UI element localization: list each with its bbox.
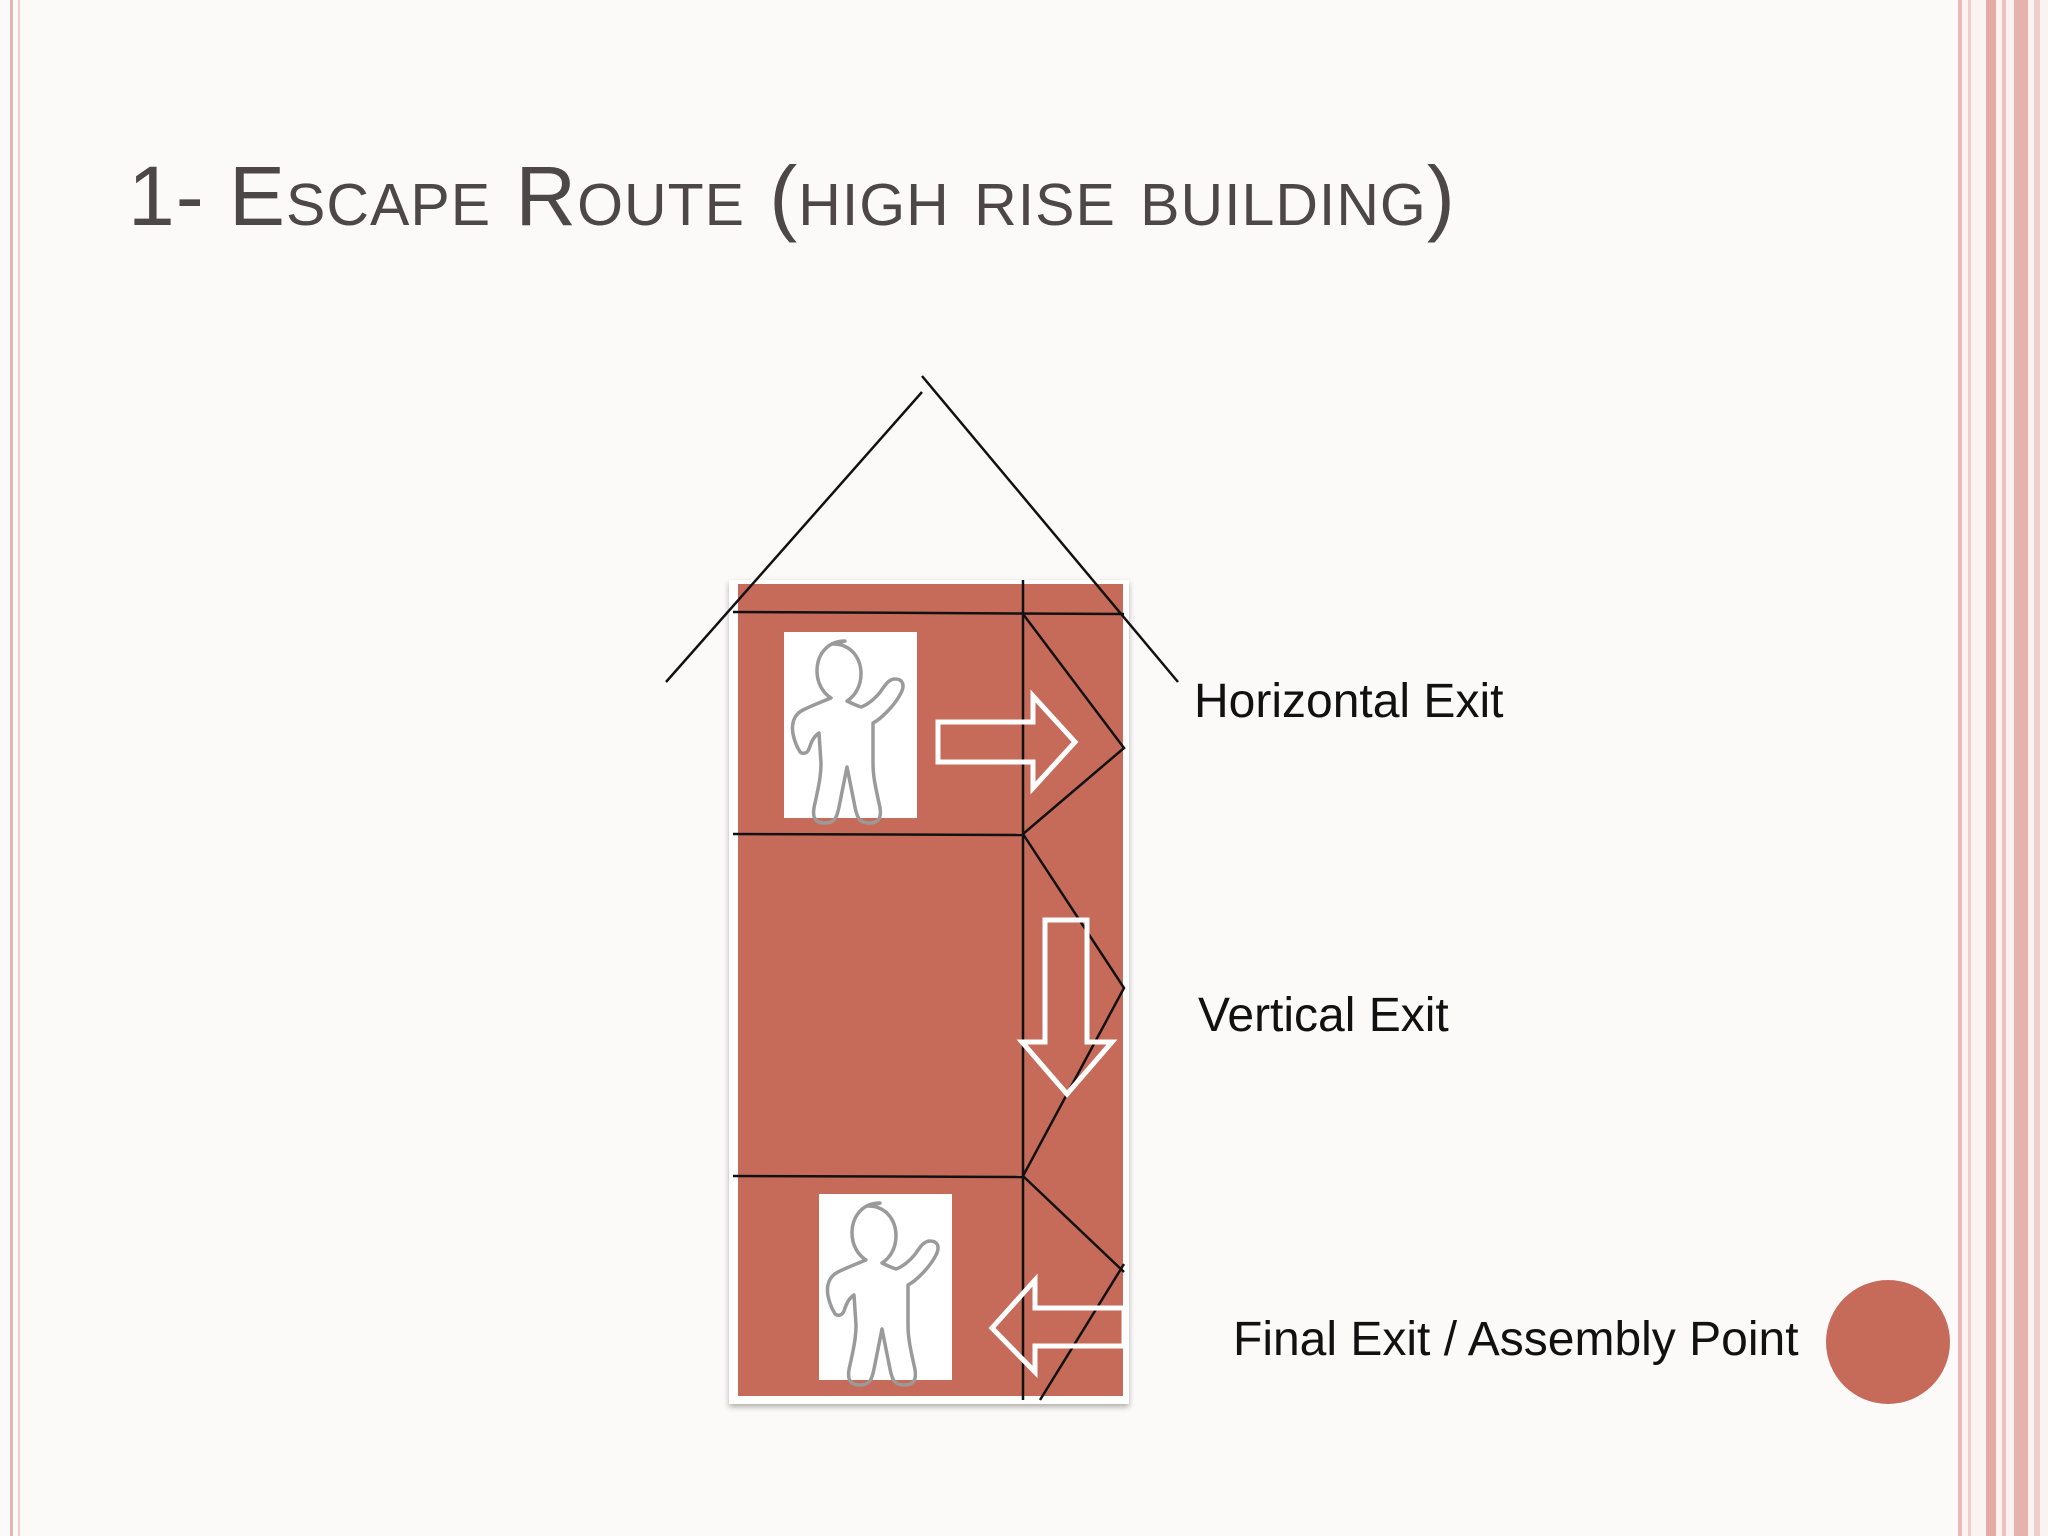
right-border-stripe xyxy=(1968,0,1971,1536)
slide-title: 1- Escape Route (high rise building) xyxy=(128,149,1456,243)
vertical-exit-label: Vertical Exit xyxy=(1198,989,1449,1042)
person-icon xyxy=(819,1194,952,1387)
accent-circle xyxy=(1826,1280,1950,1404)
right-border-stripe xyxy=(2014,0,2028,1536)
stair-zigzag-lower xyxy=(1022,1175,1125,1273)
floor-lines xyxy=(732,580,1126,1401)
right-arrow-icon xyxy=(935,689,1079,795)
right-border-stripe xyxy=(1986,0,1996,1536)
final-exit-label: Final Exit / Assembly Point xyxy=(1233,1313,1799,1366)
right-border-stripe xyxy=(2034,0,2040,1536)
right-border-stripe xyxy=(1958,0,1962,1536)
floor-divider-1 xyxy=(732,832,1024,837)
down-arrow-icon xyxy=(1016,917,1118,1098)
floor-divider-2 xyxy=(732,1174,1024,1179)
horizontal-exit-label: Horizontal Exit xyxy=(1194,675,1504,728)
roof-left-line xyxy=(665,391,923,683)
right-border-stripe xyxy=(2002,0,2006,1536)
stair-zigzag-upper xyxy=(1022,613,1126,835)
top-floor-line xyxy=(732,610,1125,616)
left-arrow-icon xyxy=(988,1273,1127,1379)
stair-diagonal-bottom xyxy=(1038,1263,1126,1401)
person-icon xyxy=(784,632,917,825)
roof-right-line xyxy=(921,375,1179,683)
left-border-line xyxy=(10,0,13,1536)
roof xyxy=(665,375,1179,683)
left-border-line xyxy=(18,0,20,1536)
stair-zigzag-middle xyxy=(1021,833,1126,1177)
